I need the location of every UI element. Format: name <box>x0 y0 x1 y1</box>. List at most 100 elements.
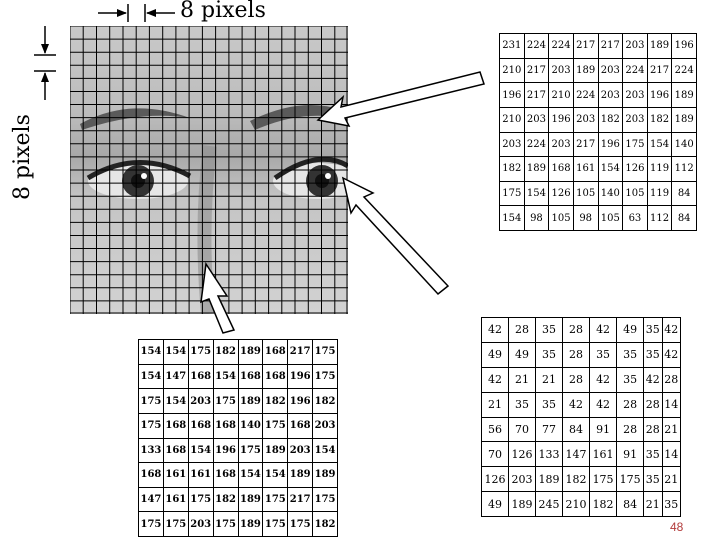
matrix-cell: 203 <box>548 131 574 158</box>
matrix-cell: 91 <box>589 416 618 443</box>
matrix-cell: 161 <box>187 462 214 488</box>
matrix-cell: 28 <box>643 416 663 443</box>
matrix-cell: 140 <box>597 180 624 207</box>
matrix-cell: 119 <box>646 156 673 182</box>
matrix-cell: 182 <box>262 388 289 414</box>
matrix-cell: 203 <box>187 511 214 537</box>
matrix-cell: 175 <box>499 180 525 207</box>
matrix-cell: 35 <box>643 466 663 493</box>
matrix-cell: 168 <box>212 462 239 488</box>
matrix-cell: 168 <box>162 437 189 464</box>
matrix-cell: 112 <box>646 205 673 231</box>
matrix-cell: 231 <box>499 33 525 59</box>
matrix-cell: 161 <box>572 156 599 182</box>
matrix-cell: 189 <box>646 33 673 59</box>
matrix-cell: 154 <box>237 462 264 488</box>
matrix-cell: 84 <box>616 491 645 517</box>
matrix-cell: 203 <box>597 82 624 108</box>
matrix-cell: 42 <box>643 366 663 393</box>
matrix-cell: 196 <box>287 363 314 390</box>
width-label: 8 pixels <box>180 0 266 23</box>
matrix-cell: 189 <box>237 511 264 537</box>
matrix-cell: 35 <box>535 317 564 343</box>
matrix-cell: 175 <box>138 388 164 414</box>
matrix-cell: 189 <box>523 156 550 182</box>
matrix-cell: 182 <box>646 106 673 133</box>
matrix-cell: 28 <box>562 317 591 343</box>
matrix-cell: 168 <box>287 412 314 439</box>
matrix-cell: 147 <box>138 486 164 513</box>
matrix-cell: 91 <box>616 441 645 468</box>
matrix-cell: 35 <box>589 341 618 368</box>
matrix-cell: 168 <box>138 462 164 488</box>
matrix-cell: 105 <box>572 180 599 207</box>
matrix-cell: 203 <box>597 57 624 84</box>
matrix-cell: 28 <box>508 317 537 343</box>
matrix-cell: 14 <box>661 441 682 468</box>
matrix-cell: 35 <box>661 491 682 517</box>
matrix-cell: 35 <box>643 317 663 343</box>
matrix-cell: 98 <box>523 205 550 231</box>
matrix-cell: 168 <box>548 156 574 182</box>
matrix-cell: 203 <box>622 33 648 59</box>
matrix-cell: 175 <box>138 412 164 439</box>
matrix-cell: 175 <box>589 466 618 493</box>
matrix-cell: 49 <box>508 341 537 368</box>
matrix-cell: 154 <box>212 363 239 390</box>
matrix-cell: 105 <box>597 205 624 231</box>
matrix-cell: 189 <box>572 57 599 84</box>
matrix-cell: 154 <box>499 205 525 231</box>
matrix-cell: 49 <box>480 341 510 368</box>
matrix-cell: 84 <box>671 180 697 207</box>
matrix-cell: 182 <box>562 466 591 493</box>
matrix-cell: 28 <box>616 416 645 443</box>
matrix-cell: 189 <box>237 388 264 414</box>
matrix-cell: 203 <box>622 106 648 133</box>
matrix-cell: 42 <box>589 317 618 343</box>
matrix-cell: 42 <box>661 317 682 343</box>
matrix-cell: 70 <box>508 416 537 443</box>
matrix-cell: 203 <box>523 106 550 133</box>
page-number: 48 <box>670 520 684 534</box>
matrix-cell: 154 <box>187 437 214 464</box>
matrix-cell: 42 <box>480 366 510 393</box>
matrix-cell: 49 <box>616 317 645 343</box>
matrix-cell: 56 <box>480 416 510 443</box>
matrix-cell: 35 <box>535 341 564 368</box>
matrix-cell: 147 <box>162 363 189 390</box>
matrix-cell: 21 <box>661 466 682 493</box>
matrix-cell: 28 <box>661 366 682 393</box>
matrix-cell: 224 <box>523 33 550 59</box>
matrix-cell: 224 <box>622 57 648 84</box>
matrix-cell: 175 <box>616 466 645 493</box>
matrix-cell: 182 <box>212 486 239 513</box>
matrix-cell: 203 <box>287 437 314 464</box>
matrix-cell: 210 <box>499 57 525 84</box>
matrix-cell: 154 <box>162 339 189 365</box>
matrix-cell: 196 <box>671 33 697 59</box>
matrix-cell: 21 <box>535 366 564 393</box>
matrix-cell: 189 <box>535 466 564 493</box>
matrix-cell: 189 <box>287 462 314 488</box>
matrix-cell: 175 <box>312 486 338 513</box>
matrix-cell: 175 <box>187 339 214 365</box>
face-image <box>70 26 348 314</box>
matrix-cell: 168 <box>187 363 214 390</box>
matrix-cell: 154 <box>597 156 624 182</box>
matrix-cell: 182 <box>212 339 239 365</box>
matrix-cell: 196 <box>597 131 624 158</box>
